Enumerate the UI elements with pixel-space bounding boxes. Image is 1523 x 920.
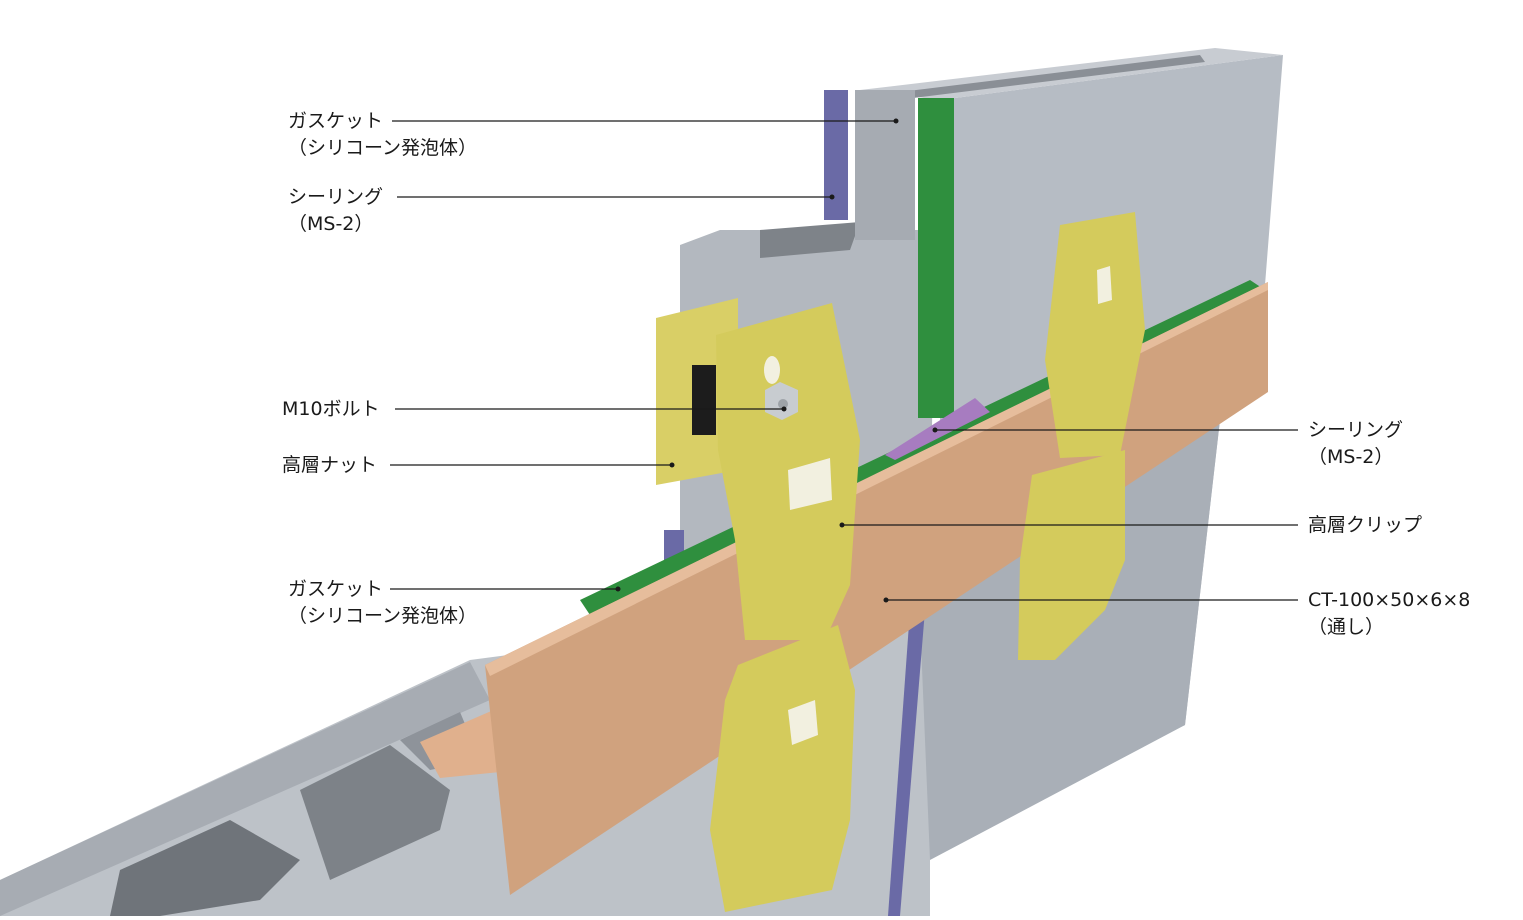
purple-gasket-strip [824,90,848,220]
bolt-center [778,399,788,409]
label-sealing-top: シーリング （MS-2） [288,184,383,238]
dot-clip [839,522,845,528]
right-clip-lower-arm [1018,450,1125,660]
label-gasket-bottom: ガスケット （シリコーン発泡体） [288,576,477,630]
dot-nut [669,462,675,468]
lower-panel-cavity-1 [300,745,450,880]
lower-panel-cavity-2 [110,820,300,916]
purple-gasket-vertical-joint [888,610,925,916]
dot-gasket-bottom [615,586,621,592]
label-sealing-top-line2: （MS-2） [288,213,374,235]
label-gasket-bottom-line1: ガスケット [288,578,384,600]
lower-panel-top [0,662,490,916]
dot-sealing-top [829,194,835,200]
label-nut: 高層ナット [282,452,377,479]
m10-bolt [765,382,798,420]
label-ct-beam: CT-100×50×6×8 （通し） [1308,587,1470,641]
clip-upper-arm-hole [788,458,832,510]
dot-ct-beam [883,597,889,603]
leader-lines [390,120,1298,601]
right-clip-upper-hole [1097,266,1112,304]
label-gasket-top: ガスケット （シリコーン発泡体） [288,108,477,162]
nut-plate-dark-insert [692,365,716,435]
label-sealing-right-line2: （MS-2） [1308,446,1394,468]
dot-bolt [781,406,787,412]
label-gasket-top-line1: ガスケット [288,110,384,132]
label-clip: 高層クリップ [1308,512,1422,539]
left-panel-slot [760,222,860,258]
label-sealing-right-line1: シーリング [1308,419,1404,441]
leader-dots [615,118,938,603]
dot-sealing-right [932,427,938,433]
right-clip-upper-arm [1045,212,1145,458]
left-clip-assembly [656,298,860,912]
label-nut-line1: 高層ナット [282,454,378,476]
left-panel-upper-column [855,90,915,240]
label-sealing-top-line1: シーリング [288,186,384,208]
clip-lower-arm [710,625,855,912]
label-clip-line1: 高層クリップ [1308,514,1423,536]
bolt-slot [764,356,780,384]
label-bolt-line1: M10ボルト [282,398,380,420]
clip-upper-arm [716,303,860,640]
label-gasket-bottom-line2: （シリコーン発泡体） [288,605,478,627]
label-ct-beam-line1: CT-100×50×6×8 [1308,589,1471,611]
main-panel-top-holes [900,55,1205,99]
right-clip-assembly [1018,212,1145,660]
sealing-bead [885,398,990,460]
label-bolt: M10ボルト [282,396,380,423]
label-gasket-top-line2: （シリコーン発泡体） [288,137,478,159]
green-gasket-strip-vertical [918,98,954,418]
label-ct-beam-line2: （通し） [1308,616,1385,638]
clip-lower-arm-hole [788,700,818,745]
label-sealing-right: シーリング （MS-2） [1308,417,1403,471]
dot-gasket-top [893,118,899,124]
